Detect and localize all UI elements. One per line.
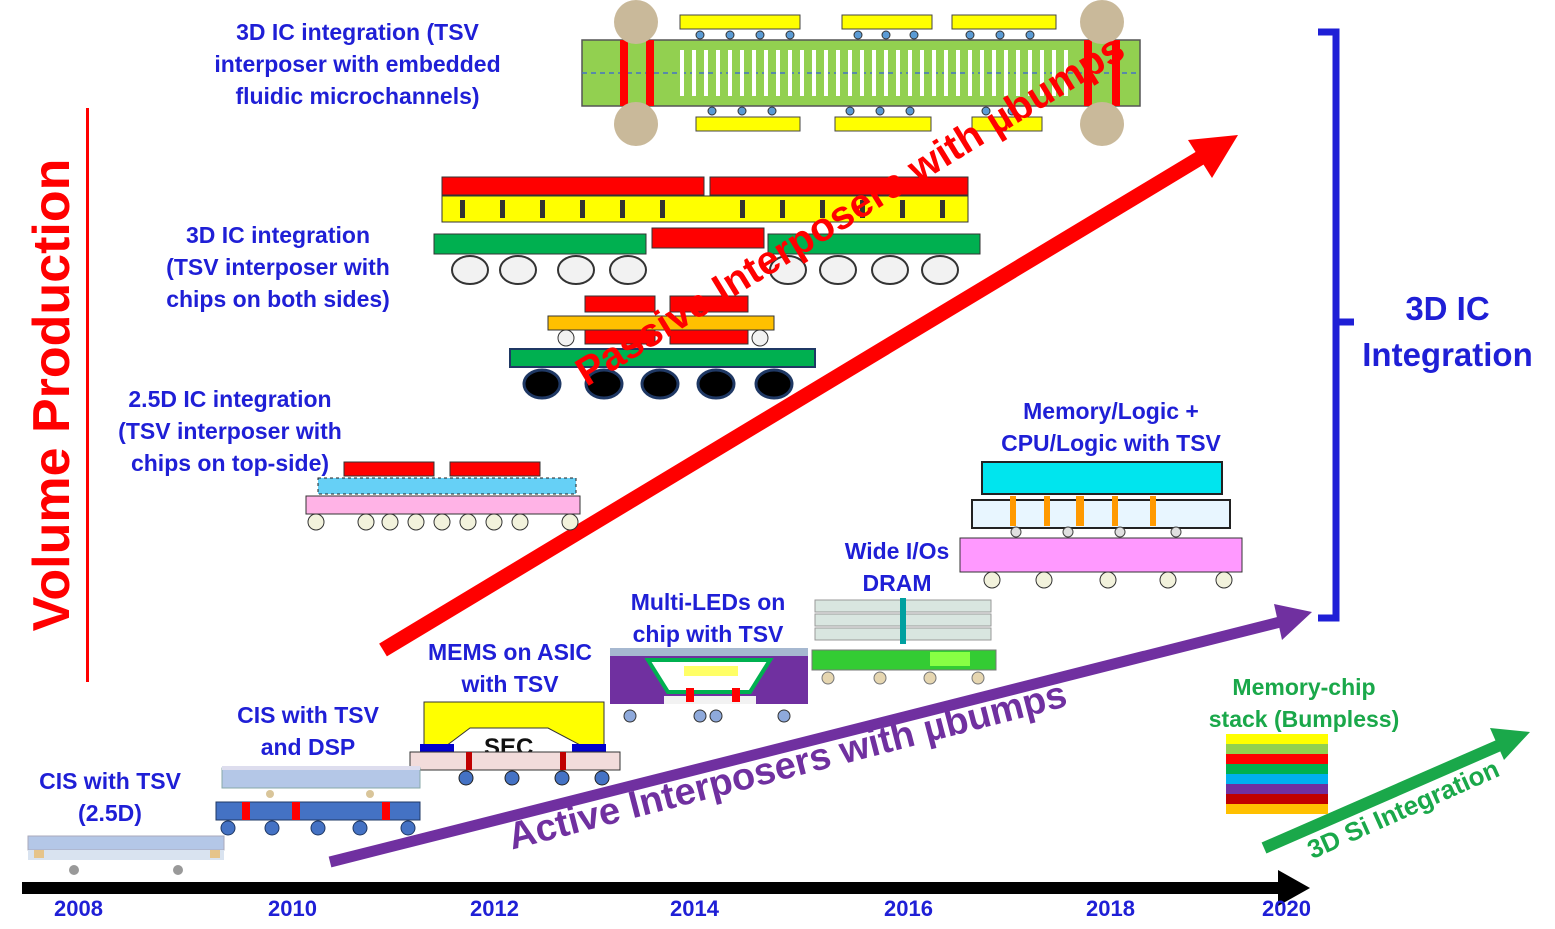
label-cis-25d: CIS with TSV (2.5D)	[30, 765, 190, 829]
both-sides-interposer-illustration	[433, 176, 981, 285]
active-interposer-arrow	[328, 604, 1312, 868]
label-cis-25d-2: (2.5D)	[78, 800, 142, 826]
label-cis-dsp-2: and DSP	[260, 734, 356, 760]
year-2016: 2016	[884, 896, 933, 921]
label-fluidic: 3D IC integration (TSV interposer with e…	[180, 16, 535, 112]
label-both-sides-2: (TSV interposer with	[166, 254, 390, 280]
memory-logic-illustration	[959, 461, 1243, 589]
label-mem-stack: Memory-chip stack (Bumpless)	[1198, 671, 1410, 735]
multi-led-illustration	[610, 648, 808, 723]
3d-ic-bracket	[1318, 28, 1354, 622]
label-wide-io-2: DRAM	[862, 570, 932, 596]
mems-asic-illustration: SEC	[409, 701, 621, 786]
interposer-on-substrate-illustration	[509, 295, 816, 400]
label-fluidic-3: fluidic microchannels)	[235, 83, 480, 109]
label-cis-dsp: CIS with TSV and DSP	[218, 699, 398, 763]
label-mem-logic: Memory/Logic + CPU/Logic with TSV	[976, 395, 1246, 459]
year-2008: 2008	[54, 896, 103, 921]
3d-si-arrow	[1261, 728, 1530, 854]
label-top-side: 2.5D IC integration (TSV interposer with…	[92, 383, 368, 479]
3d-ic-integration-label: 3D IC Integration	[1345, 286, 1550, 378]
label-wide-io: Wide I/Os DRAM	[830, 535, 964, 599]
fluidic-interposer-illustration	[581, 0, 1141, 146]
year-2020: 2020	[1262, 896, 1311, 921]
label-both-sides-3: chips on both sides)	[166, 286, 390, 312]
label-mem-stack-2: stack (Bumpless)	[1208, 706, 1400, 732]
label-mem-logic-1: Memory/Logic +	[1023, 398, 1199, 424]
label-mem-logic-2: CPU/Logic with TSV	[1001, 430, 1221, 456]
year-2010: 2010	[268, 896, 317, 921]
label-mems: MEMS on ASIC with TSV	[410, 636, 610, 700]
label-fluidic-1: 3D IC integration (TSV	[236, 19, 479, 45]
passive-interposer-arrow	[379, 135, 1238, 657]
time-axis	[22, 870, 1310, 906]
label-mems-2: with TSV	[461, 671, 559, 697]
label-mems-1: MEMS on ASIC	[428, 639, 592, 665]
year-2014: 2014	[670, 896, 719, 921]
bracket-label-line-1: 3D IC	[1405, 290, 1490, 327]
label-top-side-3: chips on top-side)	[130, 450, 330, 476]
label-wide-io-1: Wide I/Os	[844, 538, 950, 564]
label-both-sides: 3D IC integration (TSV interposer with c…	[140, 219, 416, 315]
label-both-sides-1: 3D IC integration	[185, 222, 370, 248]
volume-production-label: Volume Production	[23, 158, 81, 632]
cis-dsp-illustration	[215, 766, 421, 836]
top-side-interposer-illustration	[305, 461, 581, 531]
label-mem-stack-1: Memory-chip	[1232, 674, 1376, 700]
memory-stack-illustration	[1226, 734, 1328, 814]
bracket-label-line-2: Integration	[1362, 336, 1533, 373]
label-leds-1: Multi-LEDs on	[630, 589, 786, 615]
label-leds: Multi-LEDs on chip with TSV	[610, 586, 806, 650]
label-top-side-2: (TSV interposer with	[118, 418, 342, 444]
year-2012: 2012	[470, 896, 519, 921]
label-fluidic-2: interposer with embedded	[214, 51, 501, 77]
label-top-side-1: 2.5D IC integration	[128, 386, 332, 412]
label-cis-dsp-1: CIS with TSV	[237, 702, 379, 728]
wide-io-dram-illustration	[811, 598, 997, 685]
year-2018: 2018	[1086, 896, 1135, 921]
cis-25d-illustration	[27, 835, 225, 875]
label-leds-2: chip with TSV	[632, 621, 784, 647]
volume-production-rule	[86, 108, 89, 682]
label-cis-25d-1: CIS with TSV	[39, 768, 181, 794]
